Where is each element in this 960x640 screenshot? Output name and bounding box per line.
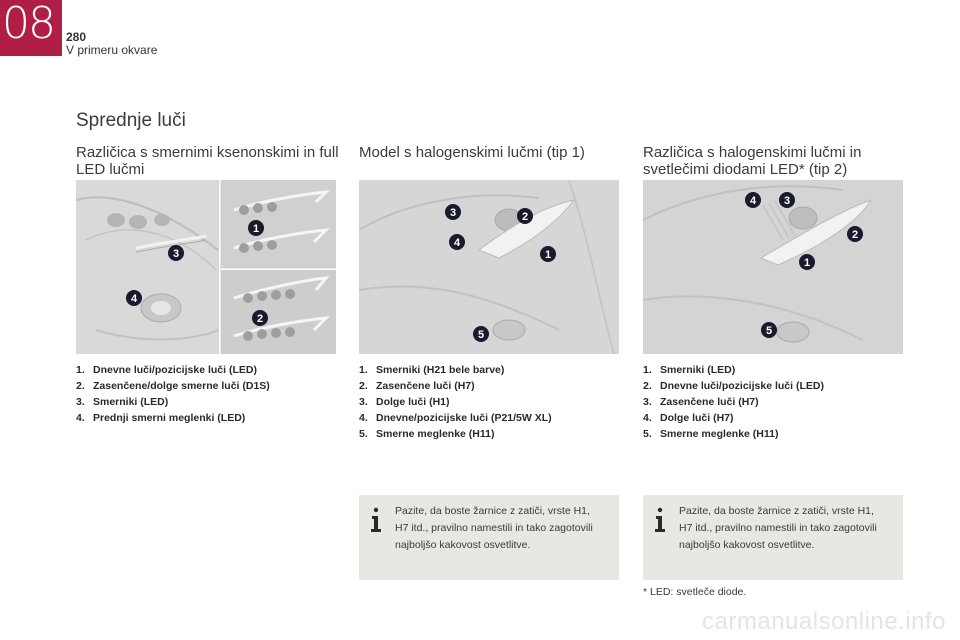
legend-item: 3.Dolge luči (H1) (359, 396, 450, 408)
legend-item: 1.Smerniki (H21 bele barve) (359, 364, 505, 376)
svg-text:2: 2 (257, 313, 263, 325)
svg-text:5: 5 (478, 329, 484, 341)
chapter-number: 08 (2, 0, 56, 49)
callout-c3-4: 4 (745, 192, 761, 208)
info-text: Pazite, da boste žarnice z zatiči, vrste… (395, 505, 593, 551)
column-2-title: Model s halogenskimi lučmi (tip 1) (359, 144, 585, 161)
footnote: * LED: svetleče diode. (643, 586, 747, 598)
callout-c2-4: 4 (449, 234, 465, 250)
info-box-column-2: Pazite, da boste žarnice z zatiči, vrste… (359, 495, 619, 580)
legend-column-2: 1.Smerniki (H21 bele barve) 2.Zasenčene … (359, 362, 552, 442)
svg-text:2: 2 (852, 229, 858, 241)
legend-item: 3.Zasenčene luči (H7) (643, 396, 759, 408)
legend-item: 4.Dolge luči (H7) (643, 412, 734, 424)
callout-c2-5: 5 (473, 326, 489, 342)
page-title: Sprednje luči (76, 110, 186, 131)
callout-c1-3: 3 (168, 245, 184, 261)
column-1-title: Različica s smernimi ksenonskimi in full… (76, 144, 339, 178)
headlamp-photo-halogen-led-type2: 1 2 3 4 5 (643, 180, 903, 354)
svg-text:3: 3 (450, 207, 456, 219)
legend-item: 4.Dnevne/pozicijske luči (P21/5W XL) (359, 412, 552, 424)
legend-item: 2.Zasenčene luči (H7) (359, 380, 475, 392)
chapter-tab: 08 (0, 0, 62, 56)
callout-c2-3: 3 (445, 204, 461, 220)
callout-c1-4: 4 (126, 290, 142, 306)
info-box-column-3: Pazite, da boste žarnice z zatiči, vrste… (643, 495, 903, 580)
legend-item: 1.Smerniki (LED) (643, 364, 736, 376)
svg-text:3: 3 (784, 195, 790, 207)
callout-c1-2: 2 (252, 310, 268, 326)
svg-text:3: 3 (173, 248, 179, 260)
info-icon (371, 507, 381, 532)
svg-text:4: 4 (750, 195, 757, 207)
headlamp-photo-xenon-led: 1 2 3 4 (76, 180, 336, 354)
svg-text:4: 4 (131, 293, 138, 305)
legend-column-1: 1.Dnevne luči/pozicijske luči (LED) 2.Za… (76, 362, 270, 426)
legend-item: 2.Zasenčene/dolge smerne luči (D1S) (76, 380, 270, 392)
legend-item: 4.Prednji smerni meglenki (LED) (76, 412, 246, 424)
callout-c2-2: 2 (517, 208, 533, 224)
callout-c1-1: 1 (248, 220, 264, 236)
headlamp-photo-halogen-type1: 1 2 3 4 5 (359, 180, 619, 354)
svg-text:4: 4 (454, 237, 461, 249)
info-text: Pazite, da boste žarnice z zatiči, vrste… (679, 505, 877, 551)
column-3-title: Različica s halogenskimi lučmi in svetle… (643, 144, 862, 178)
legend-item: 5.Smerne meglenke (H11) (359, 428, 495, 440)
info-icon (655, 507, 665, 532)
svg-text:1: 1 (545, 249, 551, 261)
legend-item: 3.Smerniki (LED) (76, 396, 169, 408)
callout-c3-2: 2 (847, 226, 863, 242)
svg-text:5: 5 (766, 325, 772, 337)
legend-item: 2.Dnevne luči/pozicijske luči (LED) (643, 380, 824, 392)
svg-text:1: 1 (804, 257, 810, 269)
svg-text:2: 2 (522, 211, 528, 223)
callout-c3-3: 3 (779, 192, 795, 208)
callout-c3-5: 5 (761, 322, 777, 338)
watermark: carmanualsonline.info (702, 608, 946, 635)
legend-item: 1.Dnevne luči/pozicijske luči (LED) (76, 364, 257, 376)
callout-c3-1: 1 (799, 254, 815, 270)
page-number: 280 (66, 30, 87, 44)
section-name: V primeru okvare (66, 43, 158, 57)
callout-c2-1: 1 (540, 246, 556, 262)
svg-text:1: 1 (253, 223, 259, 235)
legend-item: 5.Smerne meglenke (H11) (643, 428, 779, 440)
legend-column-3: 1.Smerniki (LED) 2.Dnevne luči/pozicijsk… (643, 362, 824, 442)
